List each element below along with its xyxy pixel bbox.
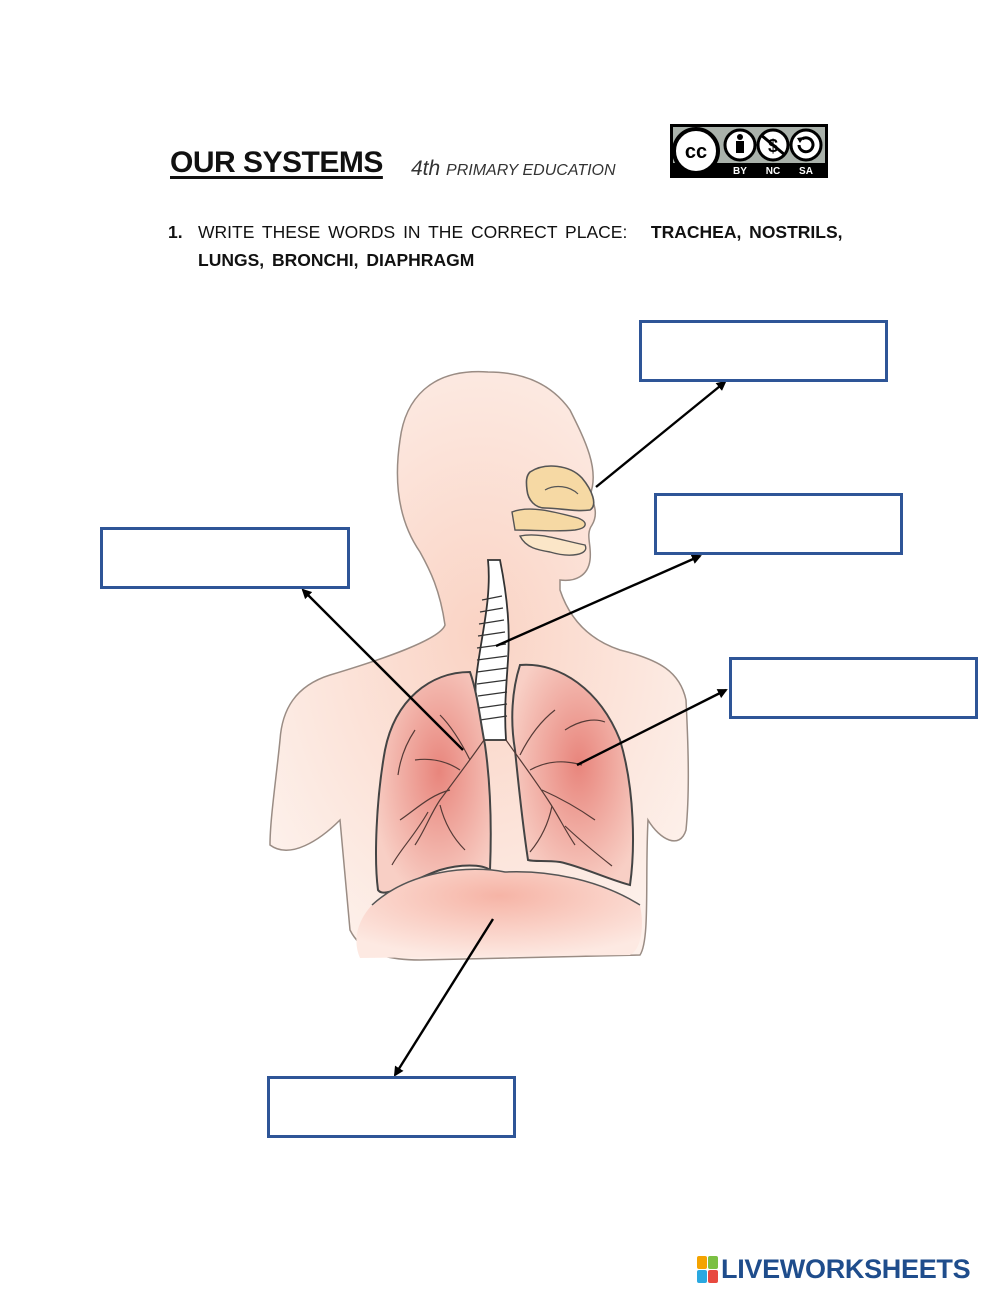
arrow-nostrils bbox=[595, 380, 727, 488]
answer-box-nostrils[interactable] bbox=[639, 320, 888, 382]
diaphragm bbox=[356, 869, 642, 958]
arrow-trachea bbox=[495, 554, 702, 648]
word-bank: TRACHEA, NOSTRILS, LUNGS, BRONCHI, DIAPH… bbox=[198, 222, 843, 270]
sa-icon bbox=[789, 128, 823, 162]
liveworksheets-logo: LIVEWORKSHEETS bbox=[697, 1253, 971, 1285]
question-text: WRITE THESE WORDS IN THE CORRECT PLACE: … bbox=[198, 218, 860, 274]
page-title: OUR SYSTEMS bbox=[170, 146, 383, 179]
lung-right bbox=[511, 663, 634, 887]
sa-text: SA bbox=[799, 166, 813, 177]
nc-text: NC bbox=[766, 166, 780, 177]
answer-box-bronchi[interactable] bbox=[100, 527, 350, 589]
grade-number: 4th bbox=[411, 157, 441, 180]
grade-text: PRIMARY EDUCATION bbox=[446, 162, 616, 179]
cc-icon bbox=[672, 127, 720, 175]
answer-box-diaphragm[interactable] bbox=[267, 1076, 516, 1138]
question-number: 1. bbox=[168, 222, 183, 242]
arrow-bronchi bbox=[301, 588, 464, 751]
question-instruction: WRITE THESE WORDS IN THE CORRECT PLACE: bbox=[198, 222, 628, 242]
pointer-arrows bbox=[301, 380, 728, 1077]
nasal-cavity bbox=[525, 465, 595, 512]
liveworksheets-brand: LIVEWORKSHEETS bbox=[721, 1253, 971, 1284]
bronchi-branches bbox=[391, 709, 613, 867]
lung-left bbox=[375, 670, 492, 894]
by-text: BY bbox=[733, 166, 747, 177]
grade-label: 4th PRIMARY EDUCATION bbox=[411, 157, 616, 181]
answer-box-lungs[interactable] bbox=[729, 657, 978, 719]
liveworksheets-mark-icon bbox=[697, 1256, 718, 1283]
cc-text: cc bbox=[685, 141, 707, 163]
arrow-diaphragm bbox=[393, 918, 495, 1077]
answer-box-trachea[interactable] bbox=[654, 493, 903, 555]
cc-license-badge: cc $ BY NC SA bbox=[670, 124, 828, 178]
arrow-lungs bbox=[576, 688, 728, 767]
